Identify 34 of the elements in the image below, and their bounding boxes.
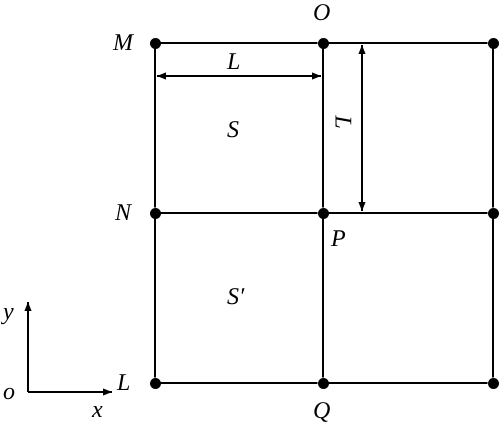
point-label: P	[331, 227, 346, 251]
grid-line	[154, 218, 156, 378]
label-text: o	[3, 380, 15, 404]
label-text: x	[92, 398, 103, 422]
grid-line	[322, 48, 324, 208]
grid-line	[160, 382, 318, 384]
grid-line	[154, 48, 156, 208]
point-dot	[318, 38, 328, 48]
grid-line	[322, 218, 324, 378]
point-dot	[318, 378, 328, 388]
grid-line	[328, 382, 488, 384]
grid-line	[160, 212, 318, 214]
point-label: M	[113, 31, 133, 55]
point-dot	[318, 208, 328, 218]
point-dot	[150, 38, 160, 48]
label-text: L	[227, 50, 240, 74]
grid-line	[328, 212, 488, 214]
label-text: y	[3, 300, 14, 324]
grid-line	[492, 218, 494, 378]
point-dot	[150, 208, 160, 218]
point-label: Q	[313, 399, 330, 423]
grid-line	[160, 42, 318, 44]
point-dot	[488, 378, 498, 388]
point-label: O	[313, 1, 330, 25]
point-label: N	[115, 201, 132, 225]
point-label: L	[117, 371, 130, 395]
label-text: S′	[227, 285, 244, 309]
point-dot	[488, 208, 498, 218]
point-dot	[488, 38, 498, 48]
label-text: L	[330, 115, 355, 129]
point-dot	[150, 378, 160, 388]
label-text: S	[227, 118, 239, 142]
grid-line	[492, 48, 494, 208]
grid-line	[328, 42, 488, 44]
